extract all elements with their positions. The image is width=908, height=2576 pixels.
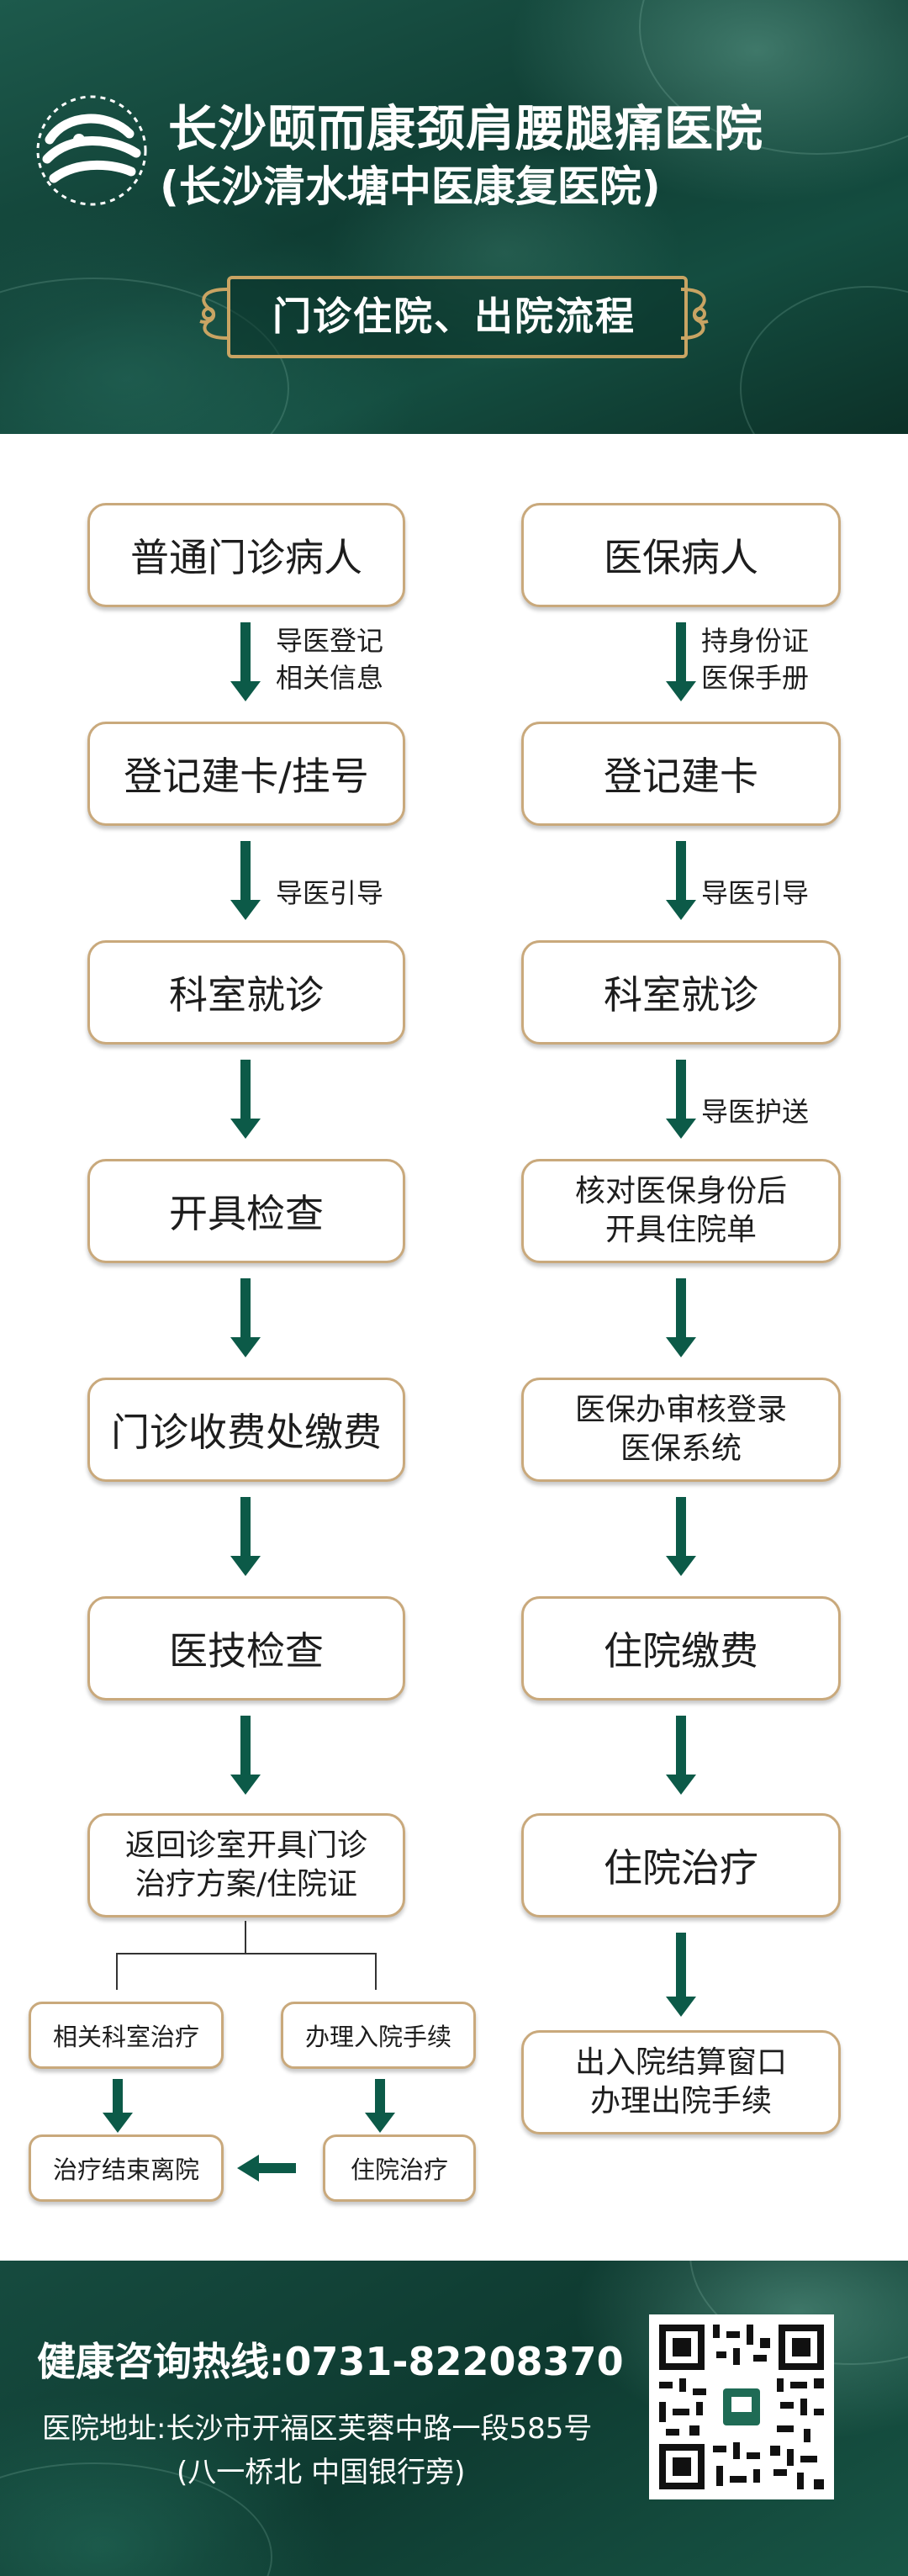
flow-left-step1: 普通门诊病人 <box>87 503 405 607</box>
flow-branch-right: 办理入院手续 <box>281 2002 476 2069</box>
arrow-down-icon <box>666 1497 696 1576</box>
arrow-down-icon <box>365 2079 395 2133</box>
flow-right-step2: 登记建卡 <box>521 722 841 826</box>
flow-left-step2: 登记建卡/挂号 <box>87 722 405 826</box>
flow-right-step4: 核对医保身份后 开具住院单 <box>521 1159 841 1263</box>
banner-title: 门诊住院、出院流程 <box>272 294 636 339</box>
hotline-text: 健康咨询热线:0731-82208370 <box>37 2339 624 2384</box>
address-line2: (八一桥北 中国银行旁) <box>177 2456 466 2489</box>
flow-left-step4: 开具检查 <box>87 1159 405 1263</box>
flow-right-step1: 医保病人 <box>521 503 841 607</box>
arrow-down-icon <box>230 1716 261 1795</box>
note-right-1a: 持身份证 <box>701 625 810 657</box>
flow-right-step3: 科室就诊 <box>521 940 841 1045</box>
scroll-ornament-right-icon <box>680 288 709 340</box>
flow-left-step5: 门诊收费处缴费 <box>87 1378 405 1482</box>
flow-right-step7: 住院治疗 <box>521 1813 841 1917</box>
arrow-down-icon <box>230 1060 261 1139</box>
branch-connector <box>116 1953 377 1954</box>
arrow-down-icon <box>666 841 696 920</box>
arrow-down-icon <box>230 1278 261 1357</box>
flow-end-left: 治疗结束离院 <box>29 2134 224 2202</box>
flow-left-step3: 科室就诊 <box>87 940 405 1045</box>
step7-line2: 治疗方案/住院证 <box>135 1867 358 1902</box>
flow-right-step6: 住院缴费 <box>521 1596 841 1701</box>
arrow-down-icon <box>230 841 261 920</box>
note-left-1b: 相关信息 <box>276 662 384 694</box>
arrow-left-icon <box>237 2155 296 2182</box>
branch-connector <box>245 1921 246 1954</box>
hospital-name: 长沙颐而康颈肩腰腿痛医院 <box>168 100 764 157</box>
note-left-1a: 导医登记 <box>276 625 384 657</box>
marble-texture <box>740 286 908 434</box>
note-right-1b: 医保手册 <box>701 662 810 694</box>
banner-frame <box>227 276 688 358</box>
process-banner: 门诊住院、出院流程 <box>193 264 715 363</box>
hospital-logo-icon <box>36 95 147 206</box>
flow-left-step6: 医技检查 <box>87 1596 405 1701</box>
note-right-2: 导医引导 <box>701 877 810 909</box>
address-line1: 医院地址:长沙市开福区芙蓉中路一段585号 <box>42 2412 593 2446</box>
header-banner: 长沙颐而康颈肩腰腿痛医院 (长沙清水塘中医康复医院) 门诊住院、出院流程 <box>0 0 908 434</box>
arrow-down-icon <box>666 1060 696 1139</box>
step4-line2: 开具住院单 <box>604 1213 757 1247</box>
arrow-down-icon <box>666 1716 696 1795</box>
arrow-down-icon <box>230 1497 261 1576</box>
arrow-down-icon <box>666 622 696 701</box>
arrow-down-icon <box>230 622 261 701</box>
step8-line2: 办理出院手续 <box>589 2084 772 2118</box>
flow-branch-left: 相关科室治疗 <box>29 2002 224 2069</box>
branch-connector <box>375 1953 377 1990</box>
arrow-down-icon <box>666 1278 696 1357</box>
arrow-down-icon <box>103 2079 133 2133</box>
hospital-alt-name: (长沙清水塘中医康复医院) <box>160 162 661 211</box>
step5-line1: 医保办审核登录 <box>574 1393 787 1427</box>
step8-line1: 出入院结算窗口 <box>574 2045 787 2080</box>
flow-right-step8: 出入院结算窗口 办理出院手续 <box>521 2030 841 2134</box>
step7-line1: 返回诊室开具门诊 <box>124 1828 367 1863</box>
branch-connector <box>116 1953 118 1990</box>
flow-end-right: 住院治疗 <box>323 2134 476 2202</box>
scroll-ornament-left-icon <box>199 288 228 340</box>
note-right-3: 导医护送 <box>701 1096 810 1128</box>
qr-code-icon[interactable] <box>649 2314 834 2499</box>
flow-left-step7: 返回诊室开具门诊 治疗方案/住院证 <box>87 1813 405 1917</box>
flow-right-step5: 医保办审核登录 医保系统 <box>521 1378 841 1482</box>
step4-line1: 核对医保身份后 <box>574 1174 787 1209</box>
note-left-2: 导医引导 <box>276 877 384 909</box>
arrow-down-icon <box>666 1933 696 2017</box>
step5-line2: 医保系统 <box>620 1431 742 1466</box>
